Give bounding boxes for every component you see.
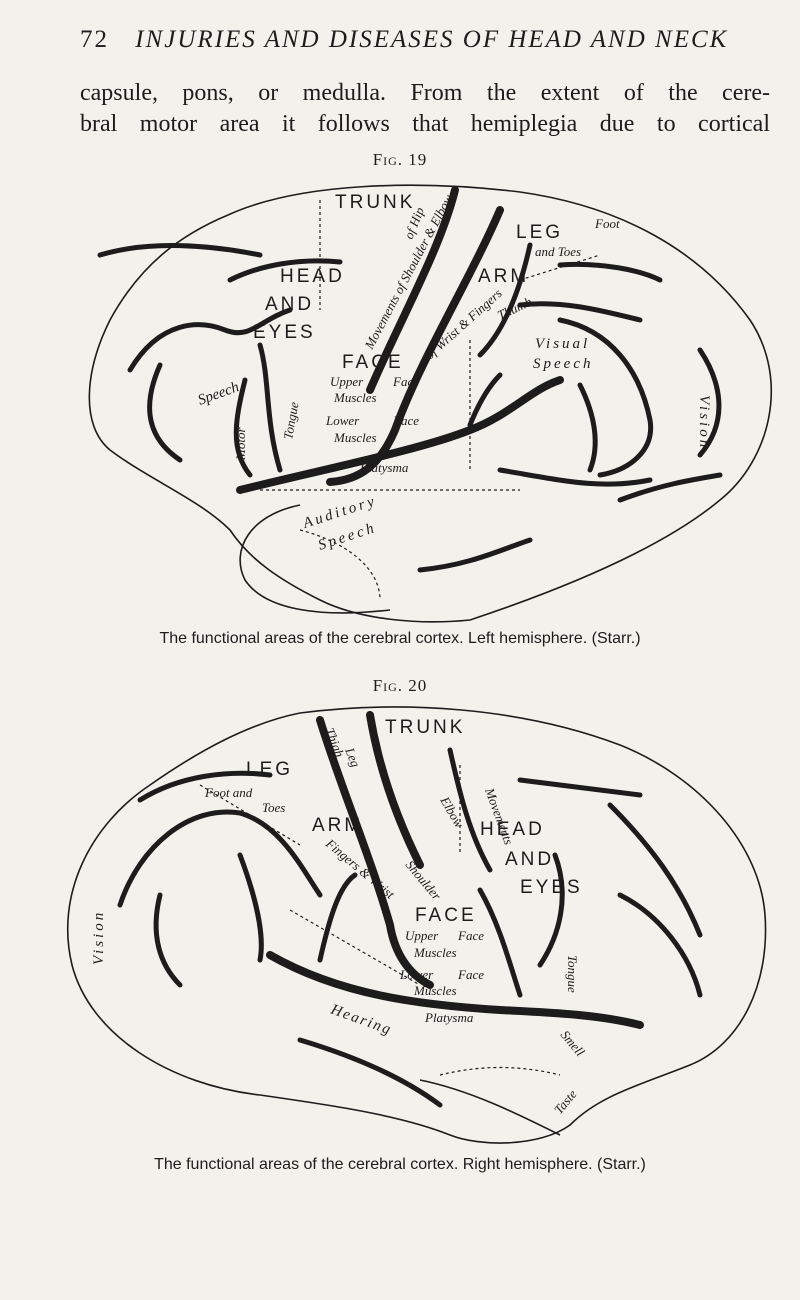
cerebellum-outline bbox=[420, 1080, 560, 1135]
body-line-1: capsule, pons, or medulla. From the exte… bbox=[80, 78, 770, 109]
label-visual: Visual bbox=[535, 336, 590, 352]
label-smell: Smell bbox=[558, 1027, 588, 1059]
label-leg: LEG bbox=[516, 222, 563, 243]
label-face-lower: Face bbox=[457, 967, 484, 982]
figure-19-caption: The functional areas of the cerebral cor… bbox=[0, 630, 800, 648]
label-face: FACE bbox=[342, 352, 404, 373]
label-platysma: Platysma bbox=[424, 1010, 474, 1025]
label-muscles-upper: Muscles bbox=[333, 390, 377, 405]
label-face: FACE bbox=[415, 905, 477, 926]
label-head: HEAD bbox=[280, 266, 345, 287]
label-muscles-lower: Muscles bbox=[413, 983, 457, 998]
label-upper: Upper bbox=[330, 374, 364, 389]
running-title: INJURIES AND DISEASES OF HEAD AND NECK bbox=[135, 26, 728, 53]
body-paragraph: capsule, pons, or medulla. From the exte… bbox=[80, 78, 770, 140]
label-vision: Vision bbox=[91, 910, 107, 965]
label-lower: Lower bbox=[399, 967, 434, 982]
label-muscles-lower: Muscles bbox=[333, 430, 377, 445]
label-toes: Toes bbox=[262, 800, 285, 815]
label-upper: Upper bbox=[405, 928, 439, 943]
label-foot-and: Foot and bbox=[204, 785, 253, 800]
page-number: 72 bbox=[80, 26, 109, 54]
label-leg: LEG bbox=[246, 759, 293, 780]
label-and: AND bbox=[505, 849, 554, 870]
label-speech-motor: Speech bbox=[196, 379, 241, 409]
label-speech-visual: Speech bbox=[533, 356, 593, 372]
label-and-toes: and Toes bbox=[535, 244, 581, 259]
label-lower: Lower bbox=[325, 413, 360, 428]
label-trunk: TRUNK bbox=[385, 717, 465, 738]
running-head: 72 INJURIES AND DISEASES OF HEAD AND NEC… bbox=[80, 26, 740, 54]
label-muscles-upper: Muscles bbox=[413, 945, 457, 960]
label-taste: Taste bbox=[551, 1086, 580, 1116]
label-tongue: Tongue bbox=[565, 955, 580, 993]
label-eyes: EYES bbox=[253, 322, 316, 343]
label-vision: Vision bbox=[696, 395, 712, 450]
label-tongue: Tongue bbox=[280, 400, 301, 440]
figure-19-label: Fig. 19 bbox=[0, 150, 800, 170]
figure-20-brain-right: TRUNK LEG Foot and Toes ARM HEAD AND EYE… bbox=[0, 695, 800, 1150]
label-motor: Motor bbox=[233, 427, 248, 461]
label-eyes: EYES bbox=[520, 877, 583, 898]
label-foot: Foot bbox=[594, 216, 620, 231]
sulcus bbox=[100, 246, 260, 255]
body-line-2: bral motor area it follows that hemipleg… bbox=[80, 109, 770, 140]
label-platysma: Platysma bbox=[359, 460, 409, 475]
label-wrist: of Wrist & Fingers bbox=[422, 286, 505, 363]
figure-19-brain-left: TRUNK LEG Foot and Toes ARM HEAD AND EYE… bbox=[0, 170, 800, 625]
label-face-upper: Face bbox=[457, 928, 484, 943]
label-face-lower: Face bbox=[392, 413, 419, 428]
label-hearing: Hearing bbox=[328, 1001, 395, 1038]
label-face-upper: Face bbox=[392, 374, 419, 389]
label-arm: ARM bbox=[478, 266, 529, 287]
label-and: AND bbox=[265, 294, 314, 315]
label-trunk: TRUNK bbox=[335, 192, 415, 213]
figure-20-caption: The functional areas of the cerebral cor… bbox=[0, 1156, 800, 1174]
figure-20-label: Fig. 20 bbox=[0, 676, 800, 696]
label-arm: ARM bbox=[312, 815, 363, 836]
